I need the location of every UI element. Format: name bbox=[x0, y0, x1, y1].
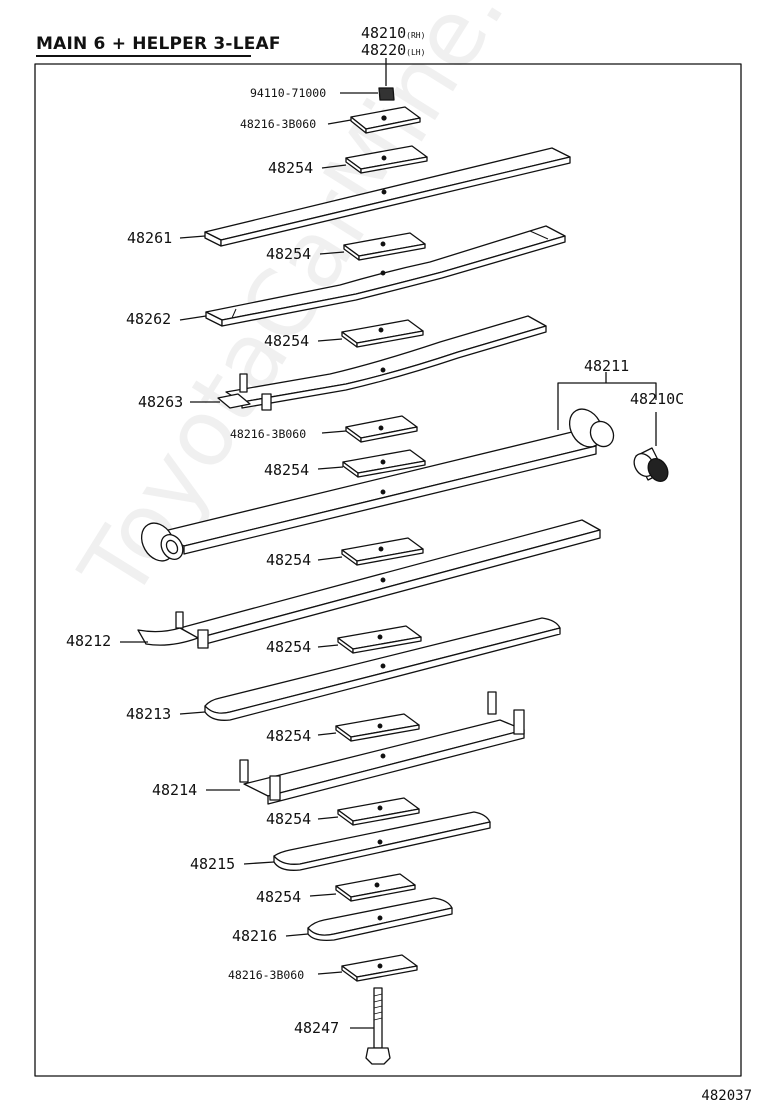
title-underline bbox=[36, 55, 251, 57]
label-pad-1: 48254 bbox=[268, 159, 314, 177]
label-pad-5: 48254 bbox=[266, 551, 312, 569]
figure-number: 482037 bbox=[701, 1088, 752, 1104]
leaf-48213-part bbox=[179, 617, 561, 721]
nut-part bbox=[340, 87, 395, 101]
label-leaf-48216: 48216 bbox=[232, 927, 278, 945]
label-plate-mid: 48216-3B060 bbox=[230, 427, 307, 441]
assembly-lh-label: 48220(LH) bbox=[361, 41, 425, 59]
leaf-48212-part bbox=[120, 519, 601, 649]
page-title: MAIN 6 + HELPER 3-LEAF bbox=[36, 34, 281, 54]
label-leaf-main: 48211 bbox=[584, 357, 630, 375]
label-plate-bottom: 48216-3B060 bbox=[228, 968, 305, 982]
pad-7-part bbox=[317, 713, 420, 742]
label-pad-2: 48254 bbox=[266, 245, 312, 263]
label-pad-3: 48254 bbox=[264, 332, 310, 350]
assembly-rh-label: 48210(RH) bbox=[361, 24, 425, 42]
leaf-48216-part bbox=[285, 897, 453, 942]
label-pad-7: 48254 bbox=[266, 727, 312, 745]
label-bolt: 48247 bbox=[294, 1019, 340, 1037]
leaf-48261-part bbox=[179, 147, 571, 247]
pad-5-part bbox=[317, 537, 424, 566]
plate-bottom-part bbox=[317, 954, 418, 982]
pad-1-part bbox=[321, 145, 428, 174]
label-pad-6: 48254 bbox=[266, 638, 312, 656]
assembly-rh-number: 48210 bbox=[361, 24, 407, 42]
label-pad-8: 48254 bbox=[266, 810, 312, 828]
label-leaf-48263: 48263 bbox=[138, 393, 184, 411]
bolt-part bbox=[350, 987, 391, 1065]
pad-9-part bbox=[309, 873, 416, 902]
bushing-part bbox=[633, 412, 669, 482]
label-pad-9: 48254 bbox=[256, 888, 302, 906]
assembly-lh-number: 48220 bbox=[361, 41, 407, 59]
leaf-48263-part bbox=[190, 315, 547, 411]
leaf-48215-part bbox=[243, 811, 491, 871]
label-leaf-48262: 48262 bbox=[126, 310, 172, 328]
label-bushing: 48210C bbox=[630, 390, 685, 408]
pad-4-part bbox=[317, 449, 426, 478]
label-leaf-48214: 48214 bbox=[152, 781, 198, 799]
label-leaf-48213: 48213 bbox=[126, 705, 172, 723]
label-leaf-48215: 48215 bbox=[190, 855, 236, 873]
pad-8-part bbox=[317, 797, 420, 826]
label-leaf-48212: 48212 bbox=[66, 632, 112, 650]
assembly-rh-suffix: (RH) bbox=[406, 31, 426, 40]
assembly-lh-suffix: (LH) bbox=[406, 48, 426, 57]
frame bbox=[34, 63, 742, 1077]
label-nut: 94110-71000 bbox=[250, 86, 327, 100]
pad-2-part bbox=[319, 232, 426, 261]
plate-top-part bbox=[327, 106, 421, 134]
leaf-48214-part bbox=[206, 691, 525, 805]
label-pad-4: 48254 bbox=[264, 461, 310, 479]
label-leaf-48261: 48261 bbox=[127, 229, 173, 247]
pad-6-part bbox=[317, 625, 422, 654]
plate-mid-part bbox=[321, 415, 418, 443]
leaf-48262-part bbox=[179, 225, 566, 327]
pad-3-part bbox=[317, 319, 424, 348]
leaf-main-part bbox=[140, 372, 657, 562]
label-plate-top: 48216-3B060 bbox=[240, 117, 317, 131]
